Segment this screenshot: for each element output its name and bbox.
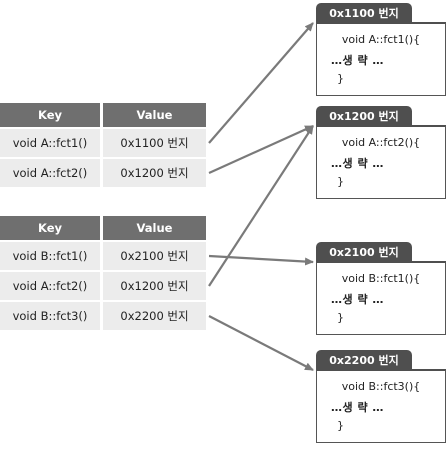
omitted-body: …생 략 … [331,401,384,414]
pointer-arrow [208,125,314,287]
table-header: Key Value [0,103,206,127]
function-box-a-fct1: 0x1100 번지 void A::fct1(){ …생 략 … } [316,3,446,96]
key-cell: void A::fct2() [0,159,100,187]
closing-brace: } [337,72,344,85]
table-row: void A::fct1() 0x1100 번지 [0,129,206,157]
value-column-header: Value [103,216,206,240]
value-cell: 0x2100 번지 [103,242,206,270]
pointer-arrow [208,315,314,371]
code-body: void B::fct1(){ …생 략 … } [316,261,446,335]
table-row: void A::fct2() 0x1200 번지 [0,272,206,300]
address-tab: 0x1200 번지 [316,106,412,125]
closing-brace: } [337,419,344,432]
key-column-header: Key [0,103,100,127]
function-box-b-fct1: 0x2100 번지 void B::fct1(){ …생 략 … } [316,242,446,335]
key-cell: void A::fct2() [0,272,100,300]
address-tab: 0x2100 번지 [316,242,412,261]
pointer-arrow [208,254,314,266]
address-tab: 0x2200 번지 [316,350,412,369]
code-body: void A::fct1(){ …생 략 … } [316,22,446,96]
value-column-header: Value [103,103,206,127]
function-signature: void A::fct2(){ [341,136,421,149]
table-header: Key Value [0,216,206,240]
omitted-body: …생 략 … [331,54,384,67]
function-signature: void A::fct1(){ [341,33,421,46]
function-box-a-fct2: 0x1200 번지 void A::fct2(){ …생 략 … } [316,106,446,199]
closing-brace: } [337,175,344,188]
function-signature: void B::fct3(){ [341,380,421,393]
pointer-arrow [208,22,314,144]
pointer-arrow [208,124,314,175]
key-cell: void B::fct1() [0,242,100,270]
vtable-class-a: Key Value void A::fct1() 0x1100 번지 void … [0,103,206,187]
value-cell: 0x1200 번지 [103,159,206,187]
closing-brace: } [337,311,344,324]
omitted-body: …생 략 … [331,157,384,170]
key-cell: void A::fct1() [0,129,100,157]
vtable-class-b: Key Value void B::fct1() 0x2100 번지 void … [0,216,206,330]
table-row: void A::fct2() 0x1200 번지 [0,159,206,187]
table-row: void B::fct3() 0x2200 번지 [0,302,206,330]
function-signature: void B::fct1(){ [341,272,421,285]
value-cell: 0x1200 번지 [103,272,206,300]
key-cell: void B::fct3() [0,302,100,330]
omitted-body: …생 략 … [331,293,384,306]
value-cell: 0x1100 번지 [103,129,206,157]
code-body: void A::fct2(){ …생 략 … } [316,125,446,199]
value-cell: 0x2200 번지 [103,302,206,330]
address-tab: 0x1100 번지 [316,3,412,22]
key-column-header: Key [0,216,100,240]
code-body: void B::fct3(){ …생 략 … } [316,369,446,443]
function-box-b-fct3: 0x2200 번지 void B::fct3(){ …생 략 … } [316,350,446,443]
table-row: void B::fct1() 0x2100 번지 [0,242,206,270]
